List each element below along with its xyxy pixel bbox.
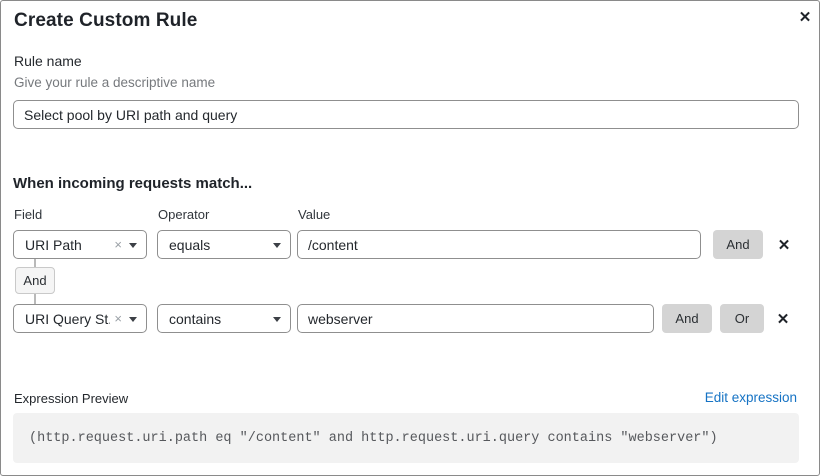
chevron-down-icon-row1-field [129, 242, 137, 248]
delete-row2-icon[interactable]: ✕ [776, 310, 790, 328]
operator-select-row2-value: contains [169, 310, 222, 327]
clear-field-icon-row1[interactable]: × [114, 237, 122, 252]
value-input-row1[interactable] [297, 230, 701, 259]
add-or-button-row2[interactable]: Or [720, 304, 764, 333]
expression-code-block: (http.request.uri.path eq "/content" and… [13, 413, 799, 463]
value-input-row2[interactable] [297, 304, 654, 333]
add-and-button-row2[interactable]: And [662, 304, 712, 333]
rule-name-input[interactable] [13, 100, 799, 129]
operator-column-label: Operator [158, 207, 210, 222]
field-column-label: Field [14, 207, 43, 222]
expression-code: (http.request.uri.path eq "/content" and… [29, 430, 718, 446]
dialog-title: Create Custom Rule [14, 10, 198, 31]
field-select-row2-value: URI Query St... [25, 310, 110, 327]
match-section-heading: When incoming requests match... [13, 175, 253, 192]
delete-row1-icon[interactable]: ✕ [777, 236, 791, 254]
operator-select-row1[interactable]: equals [157, 230, 291, 259]
expression-preview-label: Expression Preview [14, 391, 129, 406]
field-select-row1-value: URI Path [25, 236, 82, 253]
edit-expression-link[interactable]: Edit expression [704, 390, 797, 405]
value-column-label: Value [298, 207, 331, 222]
close-icon[interactable]: ✕ [798, 9, 812, 26]
chevron-down-icon-row2-operator [273, 316, 281, 322]
field-select-row1[interactable]: URI Path × [13, 230, 147, 259]
rule-name-label: Rule name [14, 53, 82, 69]
and-connector-badge: And [15, 267, 55, 294]
chevron-down-icon-row2-field [129, 316, 137, 322]
field-select-row2[interactable]: URI Query St... × [13, 304, 147, 333]
chevron-down-icon-row1-operator [273, 242, 281, 248]
rule-name-hint: Give your rule a descriptive name [14, 75, 216, 90]
operator-select-row2[interactable]: contains [157, 304, 291, 333]
add-and-button-row1[interactable]: And [713, 230, 763, 259]
clear-field-icon-row2[interactable]: × [114, 311, 122, 326]
connector-line-top [34, 259, 36, 267]
operator-select-row1-value: equals [169, 236, 211, 253]
connector-line-bottom [34, 294, 36, 304]
